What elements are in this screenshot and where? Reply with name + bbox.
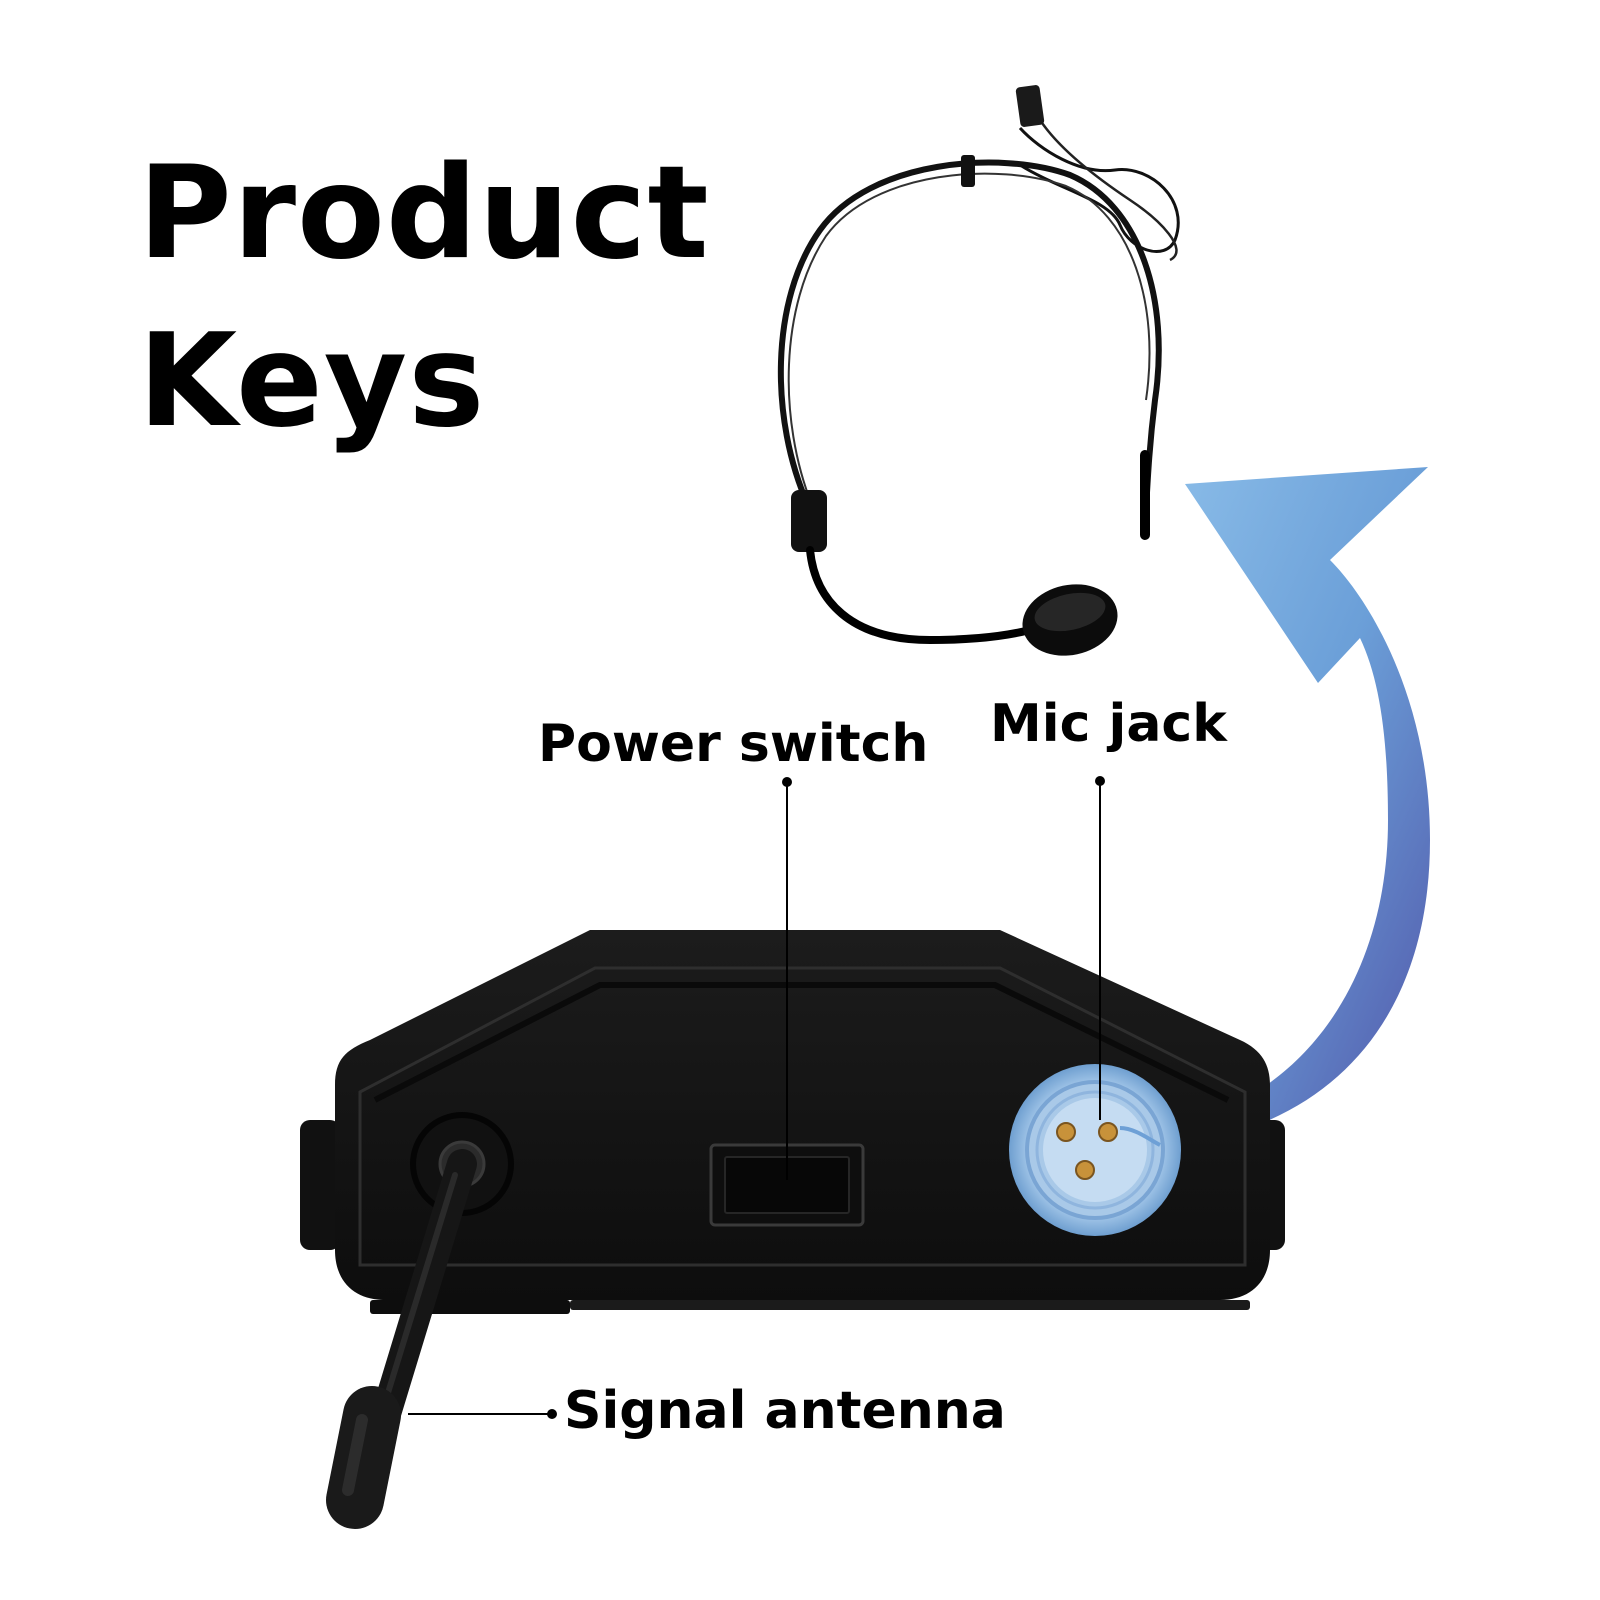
power-switch-label: Power switch [538, 714, 929, 774]
bodypack-transmitter-icon [300, 930, 1285, 1529]
power-switch-leader [782, 777, 792, 1180]
headset-microphone-icon [777, 85, 1180, 656]
signal-antenna-label: Signal antenna [564, 1381, 1006, 1441]
page-title-line-2: Keys [138, 307, 486, 456]
signal-antenna-leader [408, 1409, 557, 1419]
page-title-line-1: Product [138, 139, 710, 288]
mic-jack-label: Mic jack [990, 694, 1227, 754]
curved-arrow-icon [1135, 467, 1430, 1150]
mic-jack-leader [1095, 776, 1105, 1120]
